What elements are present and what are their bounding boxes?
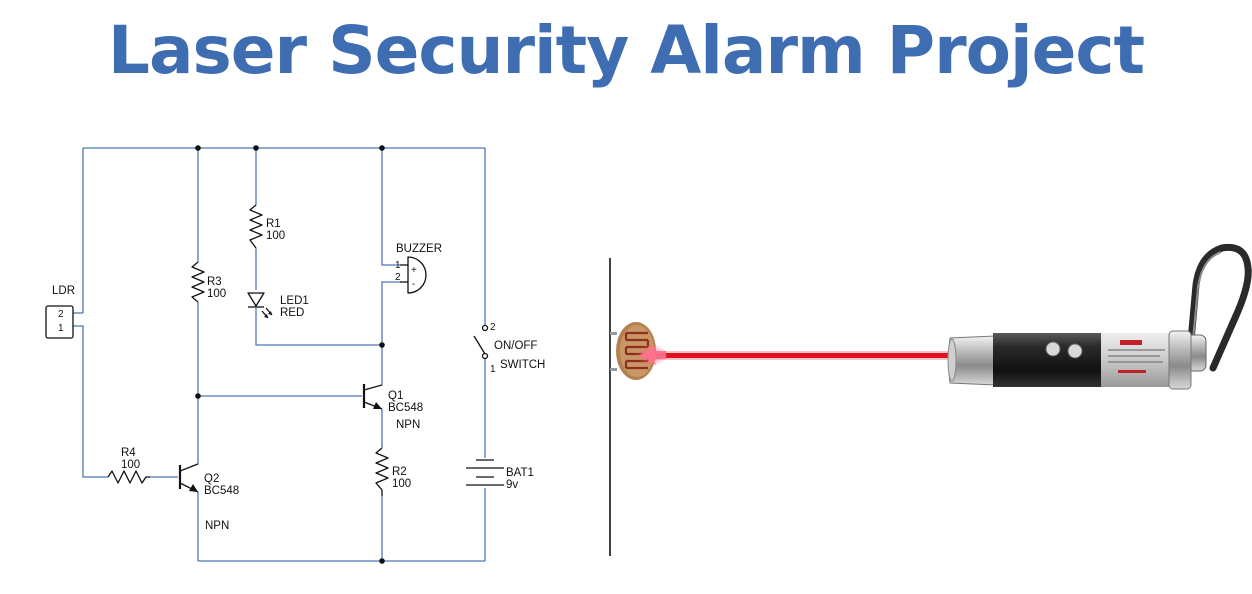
switch-name-1: ON/OFF xyxy=(494,340,537,352)
junction-dot xyxy=(195,145,201,151)
laser-beam xyxy=(636,344,952,366)
battery-name: BAT1 xyxy=(506,467,534,479)
ldr-sensor-lead xyxy=(610,368,617,371)
r3-value: 100 xyxy=(207,288,226,300)
r4-name: R4 xyxy=(121,447,136,459)
wire-led-bottom xyxy=(255,308,382,346)
buzzer-pin2-label: 2 xyxy=(395,272,401,283)
switch-name-2: SWITCH xyxy=(500,359,545,371)
buzzer-symbol: BUZZER 1 2 + - xyxy=(395,243,442,294)
laser-button xyxy=(1067,343,1083,359)
led1-color: RED xyxy=(280,307,304,319)
q2-part: BC548 xyxy=(204,485,239,497)
ldr-label: LDR xyxy=(52,285,75,297)
carabiner-highlight xyxy=(1191,251,1222,351)
transistor-q2: Q2 BC548 NPN xyxy=(178,463,239,532)
q1-name: Q1 xyxy=(388,390,403,402)
wire-buzzer-pin2 xyxy=(381,281,400,385)
resistor-r1: R1 100 xyxy=(249,204,285,249)
laser-pointer-photo xyxy=(947,243,1252,390)
r3-name: R3 xyxy=(207,276,222,288)
led-symbol: LED1 RED xyxy=(247,292,309,319)
junction-dots xyxy=(195,145,385,564)
laser-illustration xyxy=(609,243,1252,556)
resistor-zigzag xyxy=(107,470,150,484)
q2-emitter-arrow xyxy=(189,484,198,492)
buzzer-body xyxy=(407,256,427,294)
resistor-r2: R2 100 xyxy=(375,447,411,496)
buzzer-plus-label: + xyxy=(411,265,417,276)
wire-ldr-pin1 xyxy=(73,325,108,478)
led-ray-arrow xyxy=(264,314,268,318)
ldr-sensor-track xyxy=(624,333,650,368)
junction-dot xyxy=(379,342,385,348)
q1-collector xyxy=(363,384,383,391)
circuit-wires xyxy=(73,147,486,562)
ldr-symbol: LDR 2 1 xyxy=(45,285,75,339)
resistor-zigzag xyxy=(375,447,389,496)
switch-contact-bottom xyxy=(481,352,489,360)
buzzer-minus-label: - xyxy=(412,279,415,290)
junction-dot xyxy=(195,393,201,399)
laser-label-stripe xyxy=(1120,340,1142,345)
led-triangle xyxy=(247,292,265,307)
junction-dot xyxy=(253,145,259,151)
laser-hit-arrow xyxy=(640,345,666,365)
ldr-pin1-label: 1 xyxy=(58,323,64,334)
battery-symbol: BAT1 9v xyxy=(466,459,534,491)
page-title: Laser Security Alarm Project xyxy=(107,12,1145,89)
resistor-r3: R3 100 xyxy=(191,261,226,303)
laser-beam-core xyxy=(650,353,952,358)
resistor-r4: R4 100 xyxy=(107,447,150,484)
switch-lever xyxy=(473,335,486,355)
buzzer-name: BUZZER xyxy=(396,243,442,255)
laser-aperture xyxy=(947,338,957,382)
switch-contact-top xyxy=(481,324,489,332)
r1-value: 100 xyxy=(266,230,285,242)
r2-name: R2 xyxy=(392,466,407,478)
r4-value: 100 xyxy=(121,459,140,471)
laser-label-lines xyxy=(1108,349,1165,363)
switch-pin1-label: 1 xyxy=(490,364,496,375)
ldr-sensor-lead xyxy=(610,332,617,335)
buzzer-pin1-label: 1 xyxy=(395,260,401,271)
r1-name: R1 xyxy=(266,218,281,230)
led-ray-arrow xyxy=(268,311,272,315)
ldr-body xyxy=(45,305,74,339)
r2-value: 100 xyxy=(392,478,411,490)
laser-button xyxy=(1045,341,1061,357)
led1-name: LED1 xyxy=(280,295,309,307)
wire-buzzer-pin1 xyxy=(381,148,400,266)
circuit-components: LDR 2 1 R4 100 Q2 BC548 NPN R3 100 xyxy=(45,204,545,532)
resistor-zigzag xyxy=(191,261,205,303)
laser-label-stripe xyxy=(1118,370,1146,373)
carabiner-clip xyxy=(1186,243,1252,372)
junction-dot xyxy=(379,145,385,151)
switch-symbol: 2 1 ON/OFF SWITCH xyxy=(473,322,545,375)
q2-type: NPN xyxy=(205,520,229,532)
q1-type: NPN xyxy=(396,419,420,431)
q1-part: BC548 xyxy=(388,402,423,414)
laser-body xyxy=(993,333,1103,387)
junction-dot xyxy=(379,558,385,564)
q2-name: Q2 xyxy=(204,473,219,485)
switch-pin2-label: 2 xyxy=(490,322,496,333)
q2-collector xyxy=(179,463,199,472)
transistor-q1: Q1 BC548 NPN xyxy=(362,384,423,431)
resistor-zigzag xyxy=(249,204,263,249)
q1-emitter-arrow xyxy=(373,402,382,409)
battery-value: 9v xyxy=(506,479,518,491)
laser-end-cap xyxy=(1168,330,1192,390)
ldr-pin2-label: 2 xyxy=(58,309,64,320)
